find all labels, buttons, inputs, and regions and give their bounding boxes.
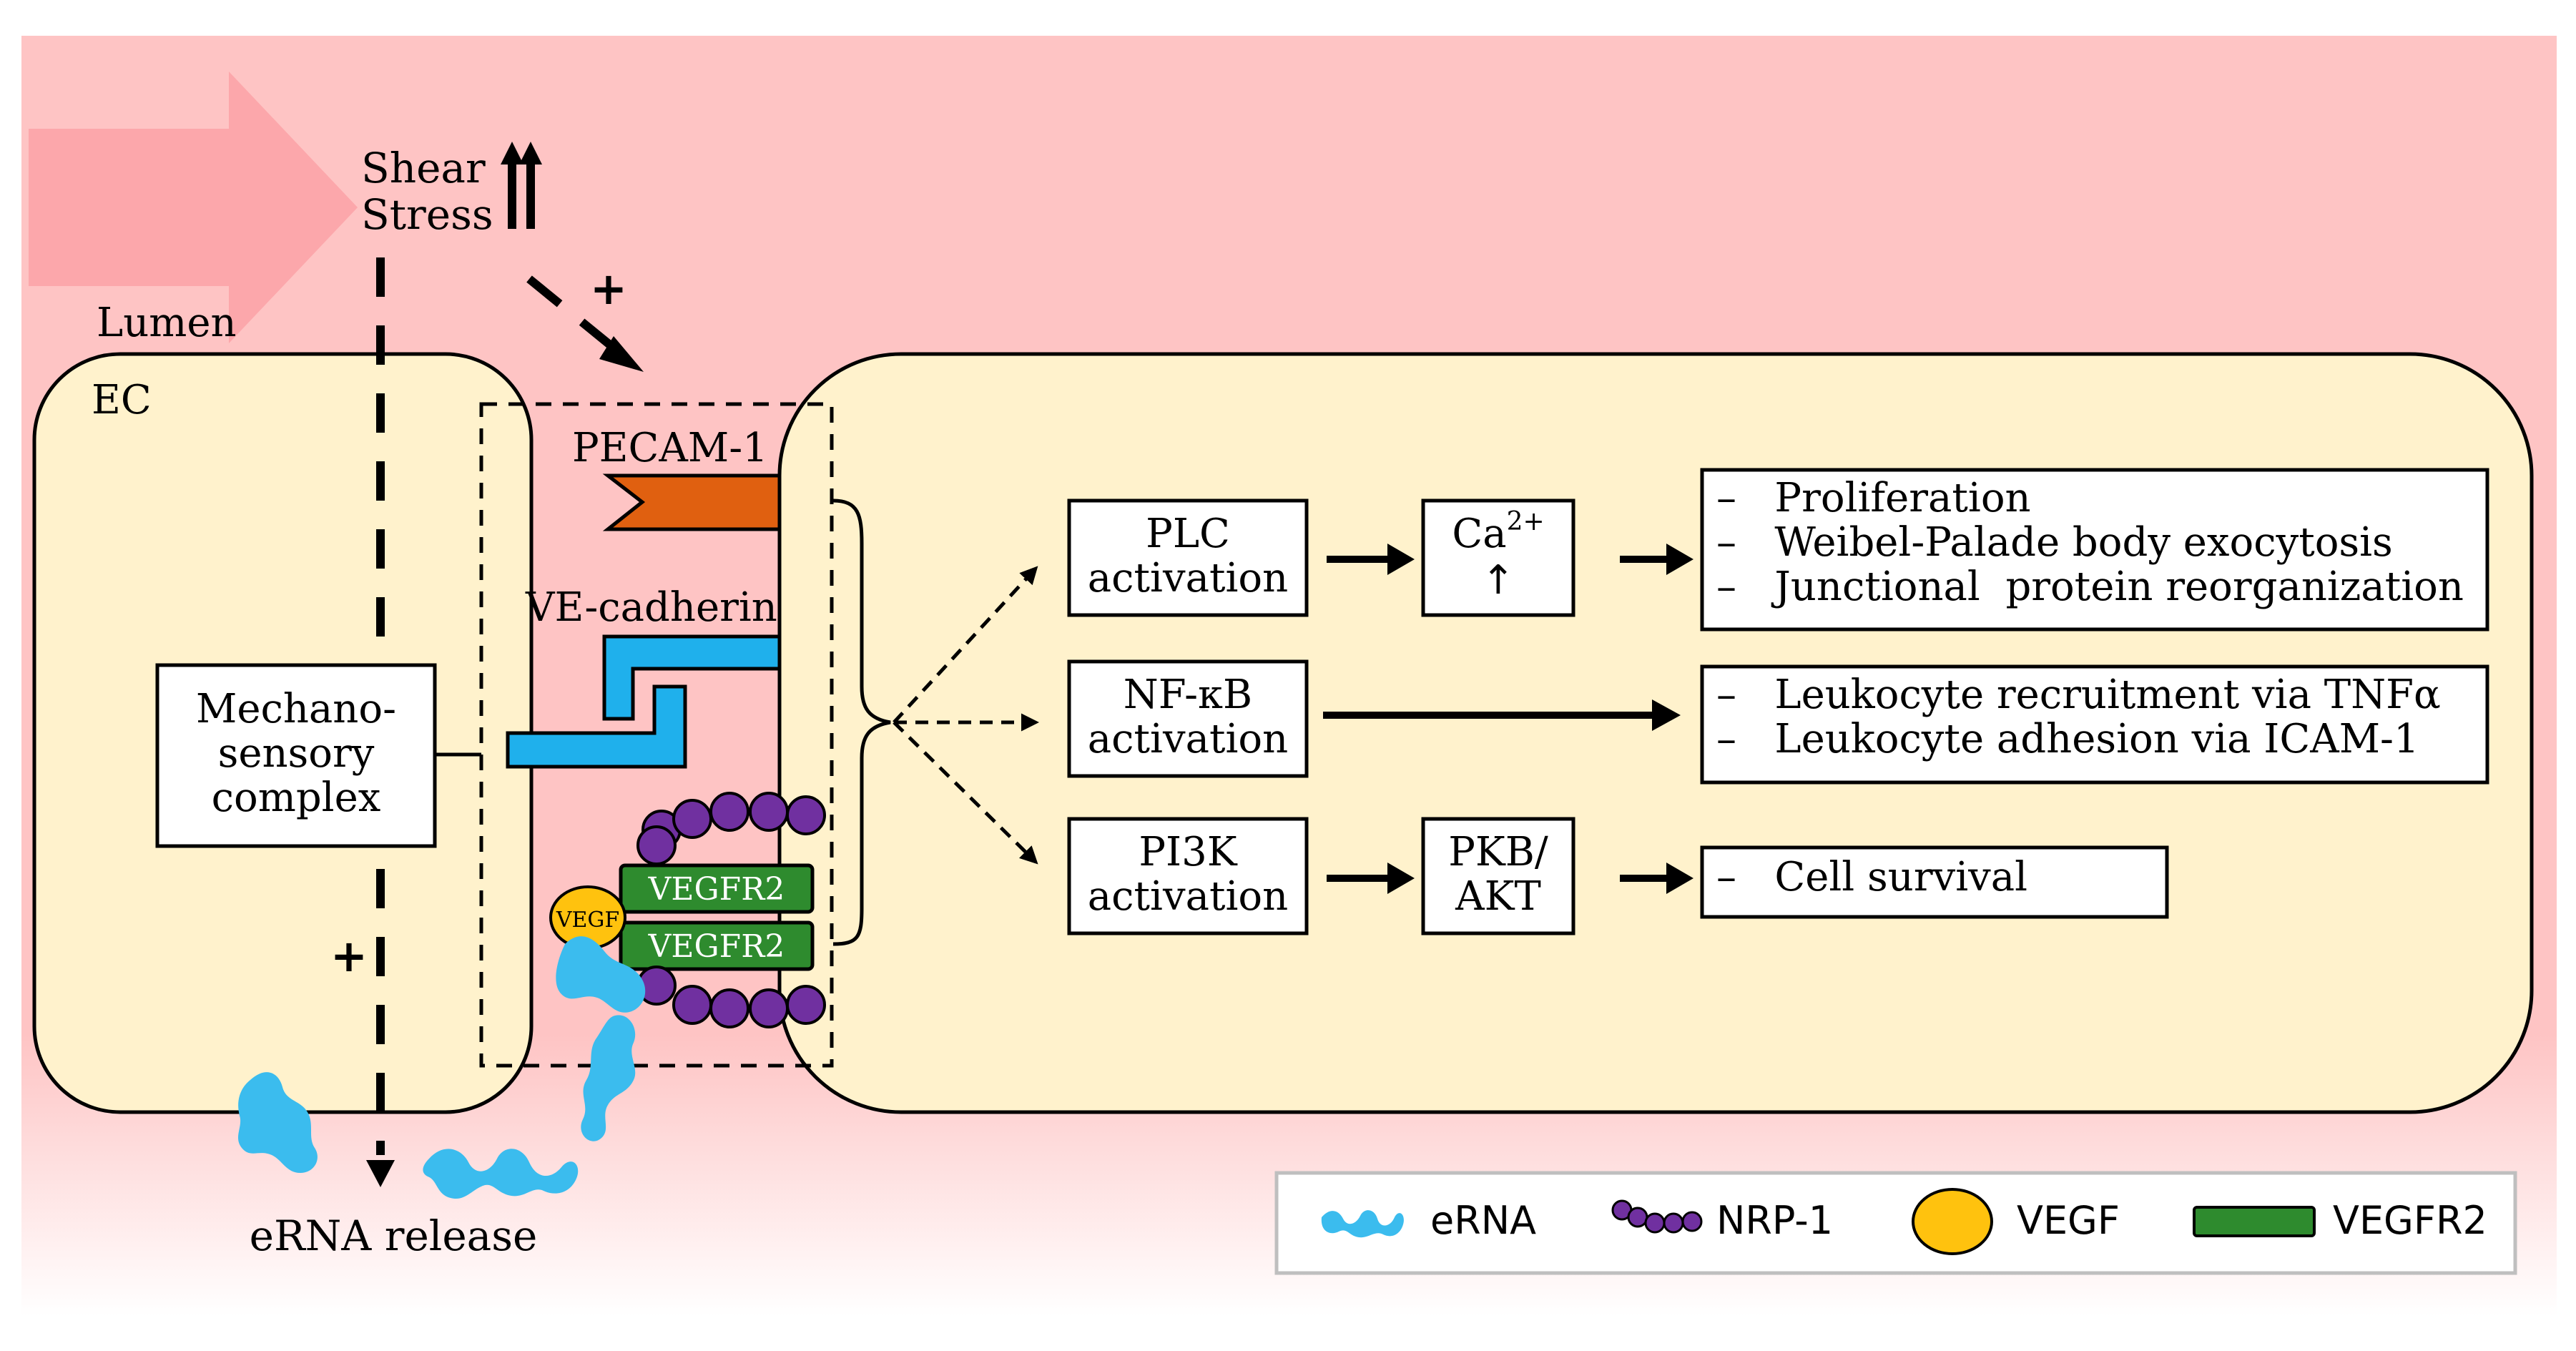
- erna-strand-left: [237, 1072, 318, 1173]
- ec-label: EC: [92, 377, 152, 423]
- arrowhead-pi3k-pkb-icon: [1387, 863, 1415, 894]
- branch-arrow-plc: [893, 566, 1038, 724]
- pkb-line1: PKB/: [1448, 829, 1548, 875]
- outcome-2-item-1: – Leukocyte recruitment via TNFα: [1716, 672, 2441, 718]
- pi3k-line1: PI3K: [1139, 829, 1237, 875]
- legend-vegf-icon: [1912, 1188, 1993, 1255]
- erna-release-label: eRNA release: [250, 1212, 538, 1260]
- pi3k-line2: activation: [1088, 873, 1288, 920]
- legend-vegfr2-label: VEGFR2: [2333, 1198, 2487, 1243]
- vegf-ball-label: VEGF: [556, 908, 619, 933]
- legend-erna-label: eRNA: [1430, 1198, 1536, 1243]
- pi3k-activation-box: [1067, 817, 1309, 935]
- pkb-akt-box: [1421, 817, 1575, 935]
- vegfr2-receptor-bottom: [619, 920, 815, 971]
- outcome-3-item-1: – Cell survival: [1716, 854, 2027, 900]
- nfkb-line2: activation: [1088, 716, 1288, 762]
- pkb-line2: AKT: [1455, 873, 1541, 920]
- vecadherin-label: VE-cadherin: [525, 584, 777, 631]
- nrp1-top-chain: [636, 792, 826, 865]
- erna-strand-near-vegf: [556, 936, 646, 1141]
- vecadherin-left: [506, 684, 687, 769]
- mechano-line2: sensory: [218, 730, 375, 777]
- plc-activation-box: [1067, 498, 1309, 617]
- nfkb-line1: NF-κB: [1124, 672, 1252, 718]
- legend-vegf-label: VEGF: [2017, 1198, 2120, 1243]
- pecam-receptor: [602, 473, 782, 531]
- mechano-line1: Mechano-: [196, 686, 396, 732]
- legend-vegfr2-icon: [2193, 1206, 2316, 1237]
- signaling-brace: [832, 498, 891, 946]
- branch-arrow-pi3k: [893, 721, 1038, 865]
- outcome-1-item-1: – Proliferation: [1716, 475, 2031, 521]
- calcium-label: Ca2+: [1452, 507, 1544, 557]
- outcome-box-1: [1700, 468, 2489, 632]
- lumen-label: Lumen: [97, 300, 237, 346]
- arrowhead-plc-ca-icon: [1387, 544, 1415, 575]
- calcium-box: [1421, 498, 1575, 617]
- pecam-label: PECAM-1: [572, 425, 768, 471]
- plc-line2: activation: [1088, 555, 1288, 601]
- calcium-up-arrow-icon: ↑: [1482, 557, 1515, 604]
- vegfr2-bottom-label: VEGFR2: [648, 928, 785, 965]
- vecadherin-right: [602, 634, 782, 721]
- legend-nrp1-label: NRP-1: [1716, 1198, 1833, 1243]
- junction-region: [479, 402, 834, 1068]
- arrowhead-ca-outcomes-icon: [1666, 544, 1693, 575]
- diagonal-dashed-arrow: [526, 275, 618, 353]
- outcome-1-item-3: – Junctional protein reorganization: [1716, 564, 2464, 610]
- outcome-box-3: [1700, 845, 2169, 919]
- plc-line1: PLC: [1146, 511, 1230, 557]
- shear-label-line1: Shear: [361, 144, 486, 192]
- down-arrowhead-icon: [366, 1160, 395, 1187]
- legend-erna-icon: [1321, 1210, 1404, 1238]
- diagonal-arrowhead-icon: [599, 336, 644, 372]
- nrp1-bottom-chain: [636, 966, 826, 1028]
- legend: eRNA NRP-1 VEGF VEGFR2: [1274, 1171, 2517, 1275]
- mechanosensory-complex-box: [155, 663, 437, 848]
- arrowhead-nfkb-outcomes-icon: [1652, 699, 1681, 731]
- double-up-arrow-icon: [501, 142, 542, 229]
- shear-flow-arrow: [29, 72, 358, 343]
- arrowhead-pkb-outcomes-icon: [1666, 863, 1693, 894]
- outcome-1-item-2: – Weibel-Palade body exocytosis: [1716, 519, 2393, 566]
- legend-nrp1-icon: [1611, 1199, 1703, 1234]
- outcome-2-item-2: – Leukocyte adhesion via ICAM-1: [1716, 716, 2419, 762]
- erna-strand-bottom: [423, 1149, 579, 1199]
- plus-sign-left: +: [330, 930, 368, 982]
- plus-sign-top: +: [590, 262, 627, 315]
- nfkb-activation-box: [1067, 659, 1309, 778]
- vegfr2-receptor-top: [619, 863, 815, 914]
- vegfr2-top-label: VEGFR2: [648, 871, 785, 908]
- mechano-line3: complex: [212, 775, 381, 821]
- shear-label-line2: Stress: [361, 190, 493, 239]
- outcome-box-2: [1700, 664, 2489, 785]
